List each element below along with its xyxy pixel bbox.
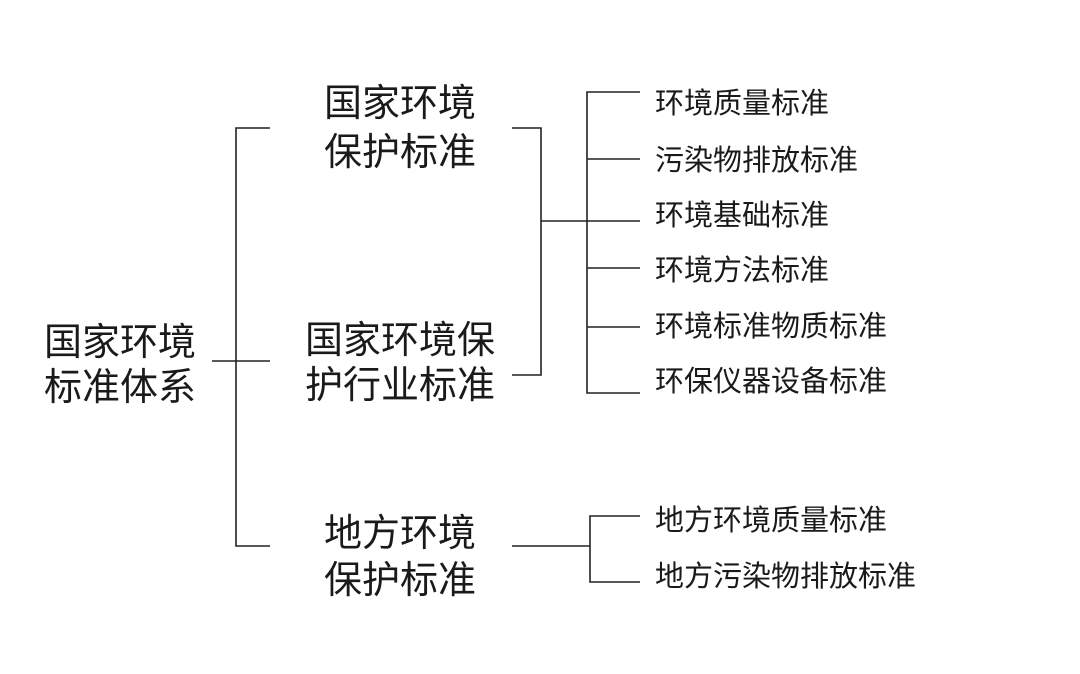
- root-label-line1: 国家环境: [43, 320, 196, 364]
- local-item: 地方环境质量标准: [655, 503, 888, 537]
- root-label-line2: 标准体系: [43, 365, 196, 409]
- group-local-line1: 地方环境: [323, 511, 476, 555]
- group-industry-line2: 护行业标准: [304, 363, 495, 407]
- national-item: 环境标准物质标准: [655, 309, 888, 343]
- national-item: 环境基础标准: [655, 198, 830, 232]
- local-item: 地方污染物排放标准: [655, 559, 917, 593]
- group-national-line1: 国家环境: [323, 81, 476, 125]
- group-national-line2: 保护标准: [323, 130, 476, 174]
- national-item: 环境质量标准: [655, 86, 830, 120]
- national-item: 环境方法标准: [655, 253, 830, 287]
- group-industry-line1: 国家环境保: [304, 318, 495, 362]
- national-item: 污染物排放标准: [655, 143, 859, 177]
- group-local-line2: 保护标准: [323, 558, 476, 602]
- national-item: 环保仪器设备标准: [655, 364, 888, 398]
